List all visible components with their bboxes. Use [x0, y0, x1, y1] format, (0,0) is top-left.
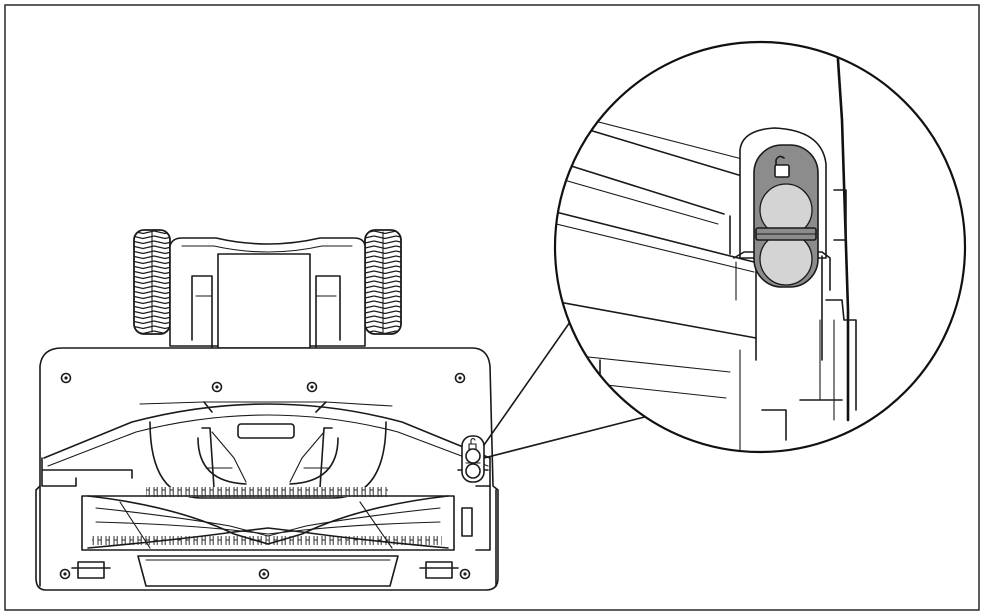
bristle-row-top — [146, 487, 388, 497]
zoom-detail — [553, 40, 967, 454]
bristle-row-bottom — [92, 536, 442, 545]
brush-roll — [81, 495, 455, 551]
zoom-circle-outline — [553, 40, 967, 454]
main-housing — [35, 347, 499, 591]
right-wheel — [364, 229, 402, 335]
vacuum-head — [35, 229, 673, 591]
left-wheel — [133, 229, 171, 335]
neck-pad — [217, 253, 311, 349]
unlock-icon — [774, 155, 790, 178]
housing-screws — [59, 372, 471, 580]
foot-clips — [71, 561, 459, 579]
release-latch — [461, 435, 491, 551]
